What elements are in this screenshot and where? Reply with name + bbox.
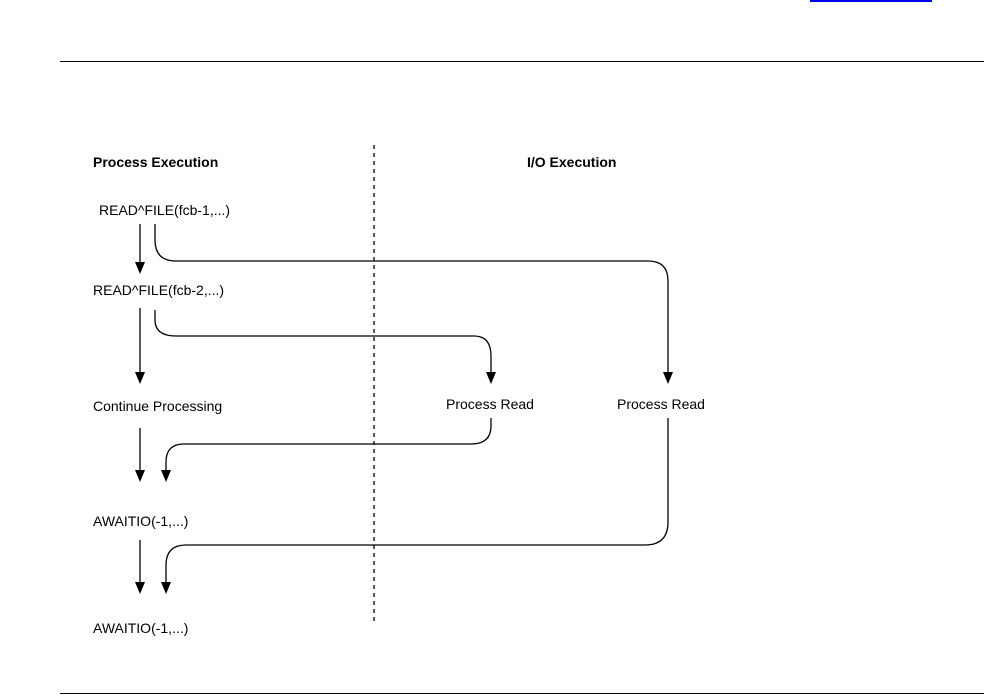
- io-completion-arrow-fcb-1: [161, 418, 669, 594]
- process-arrow-4: [135, 540, 145, 594]
- step-read-file-fcb-1: READ^FILE(fcb-1,...): [99, 202, 230, 218]
- io-process-read-fcb-2: Process Read: [446, 396, 534, 412]
- process-arrow-1: [135, 224, 145, 274]
- io-request-arrow-fcb-1: [154, 224, 673, 384]
- process-arrow-3: [135, 428, 145, 482]
- step-read-file-fcb-2: READ^FILE(fcb-2,...): [93, 282, 224, 298]
- step-awaitio-2: AWAITIO(-1,...): [93, 620, 188, 636]
- top-rule: [60, 61, 984, 62]
- bottom-rule: [60, 693, 984, 694]
- heading-process-execution: Process Execution: [93, 154, 218, 170]
- top-link[interactable]: [810, 0, 932, 2]
- io-completion-arrow-fcb-2: [161, 418, 492, 482]
- process-arrow-2: [135, 308, 145, 384]
- step-awaitio-1: AWAITIO(-1,...): [93, 513, 188, 529]
- step-continue-processing: Continue Processing: [93, 398, 222, 414]
- io-request-arrow-fcb-2: [154, 310, 496, 384]
- io-process-read-fcb-1: Process Read: [617, 396, 705, 412]
- heading-io-execution: I/O Execution: [527, 154, 616, 170]
